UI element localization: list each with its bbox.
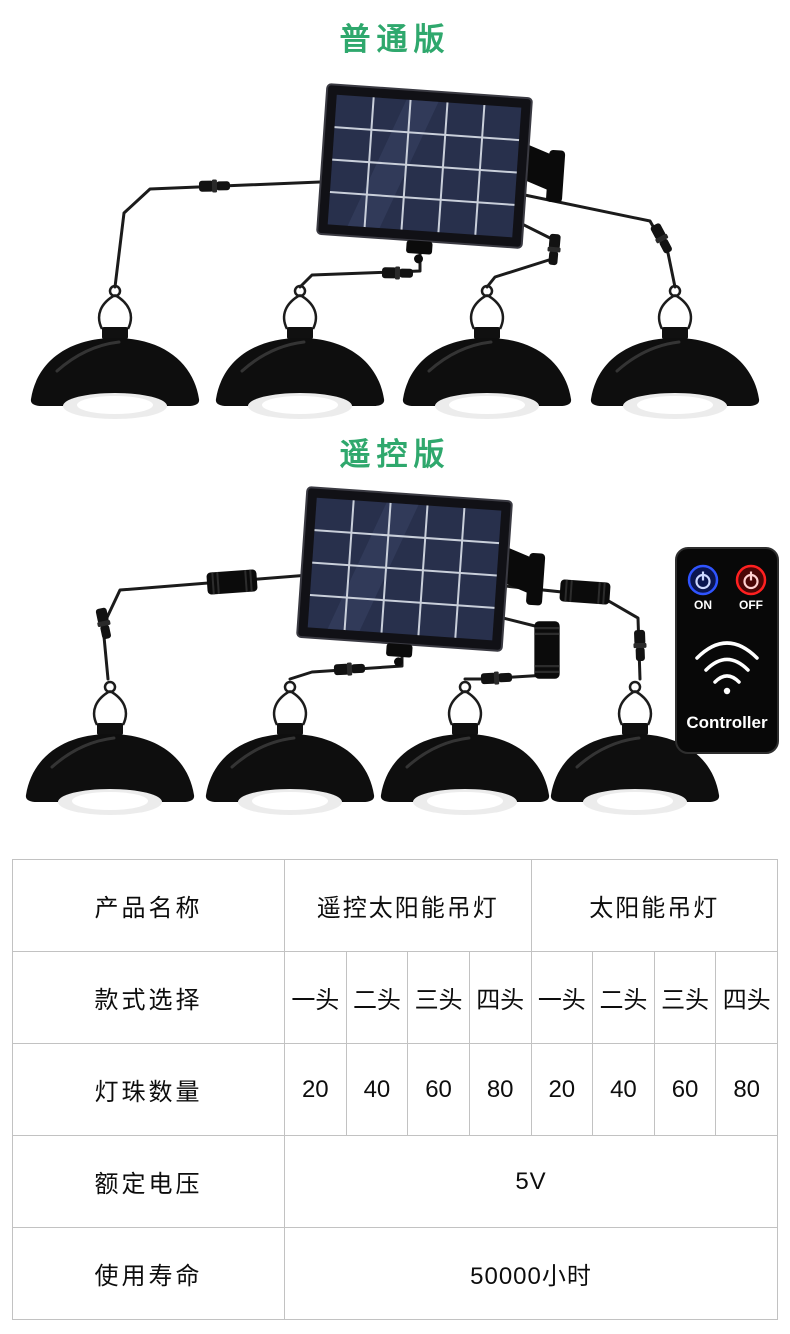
led-count-value: 20 [530,1043,594,1136]
cable-connector [333,661,366,677]
voltage-value: 5V [284,1135,778,1228]
remote-version-diagram: ON OFF Controller [24,486,779,817]
led-count-value: 40 [592,1043,655,1136]
led-count-value: 60 [653,1043,717,1136]
pendant-lamp [401,284,573,421]
led-count-value: 80 [468,1043,532,1136]
inline-switch-box [205,568,259,596]
style-option: 三头 [653,951,717,1044]
inline-switch-box [558,578,612,606]
row-voltage: 额定电压 5V [12,1135,778,1228]
pendant-lamp [24,680,196,817]
solar-panel [294,486,550,678]
row-product-name: 产品名称 遥控太阳能吊灯 太阳能吊灯 [12,859,778,952]
wire [298,244,422,289]
product-infographic: 普通版 遥控版 [0,14,790,1334]
product-name-normal: 太阳能吊灯 [530,859,778,952]
row-led-count: 灯珠数量 20 40 60 80 20 40 60 80 [12,1043,778,1136]
row-label-lifespan: 使用寿命 [12,1227,285,1320]
row-label-voltage: 额定电压 [12,1135,285,1228]
led-count-value: 80 [715,1043,778,1136]
cable-connector [632,629,648,662]
pendant-lamp [29,284,201,421]
style-option: 一头 [284,951,347,1044]
row-label-led-count: 灯珠数量 [12,1043,285,1136]
style-option: 一头 [530,951,594,1044]
standard-version-diagram [29,83,761,421]
row-label-style: 款式选择 [12,951,285,1044]
pendant-lamp [204,680,376,817]
cable-connector [648,221,675,256]
pendant-lamp [214,284,386,421]
wifi-signal-icon [695,641,759,695]
section-title-standard: 普通版 [339,22,451,57]
row-lifespan: 使用寿命 50000小时 [12,1227,778,1320]
pendant-lamp [589,284,761,421]
cable-connector [381,266,414,280]
wire [513,191,677,289]
spec-table: 产品名称 遥控太阳能吊灯 太阳能吊灯 款式选择 一头 二头 三头 四头 一头 二… [12,859,778,1320]
led-count-value: 60 [407,1043,470,1136]
on-label: ON [694,598,712,612]
controller-label: Controller [686,713,768,732]
power-off-button [735,564,767,596]
remote-control: ON OFF Controller [675,547,779,754]
lifespan-value: 50000小时 [284,1227,778,1320]
led-count-value: 20 [284,1043,347,1136]
style-option: 二头 [592,951,655,1044]
remote-receiver-box [533,620,561,680]
section-title-remote: 遥控版 [339,437,451,472]
solar-panel [314,83,570,275]
wire [113,179,346,289]
style-option: 二头 [345,951,409,1044]
row-label-product-name: 产品名称 [12,859,285,952]
power-on-button [687,564,719,596]
style-option: 四头 [468,951,532,1044]
remote-body [675,547,779,754]
led-count-value: 40 [345,1043,409,1136]
cable-connector [198,179,231,193]
off-label: OFF [739,598,763,612]
product-name-remote: 遥控太阳能吊灯 [284,859,532,952]
row-style: 款式选择 一头 二头 三头 四头 一头 二头 三头 四头 [12,951,778,1044]
cable-connector [480,670,513,686]
style-option: 四头 [715,951,778,1044]
style-option: 三头 [407,951,470,1044]
pendant-lamp [379,680,551,817]
